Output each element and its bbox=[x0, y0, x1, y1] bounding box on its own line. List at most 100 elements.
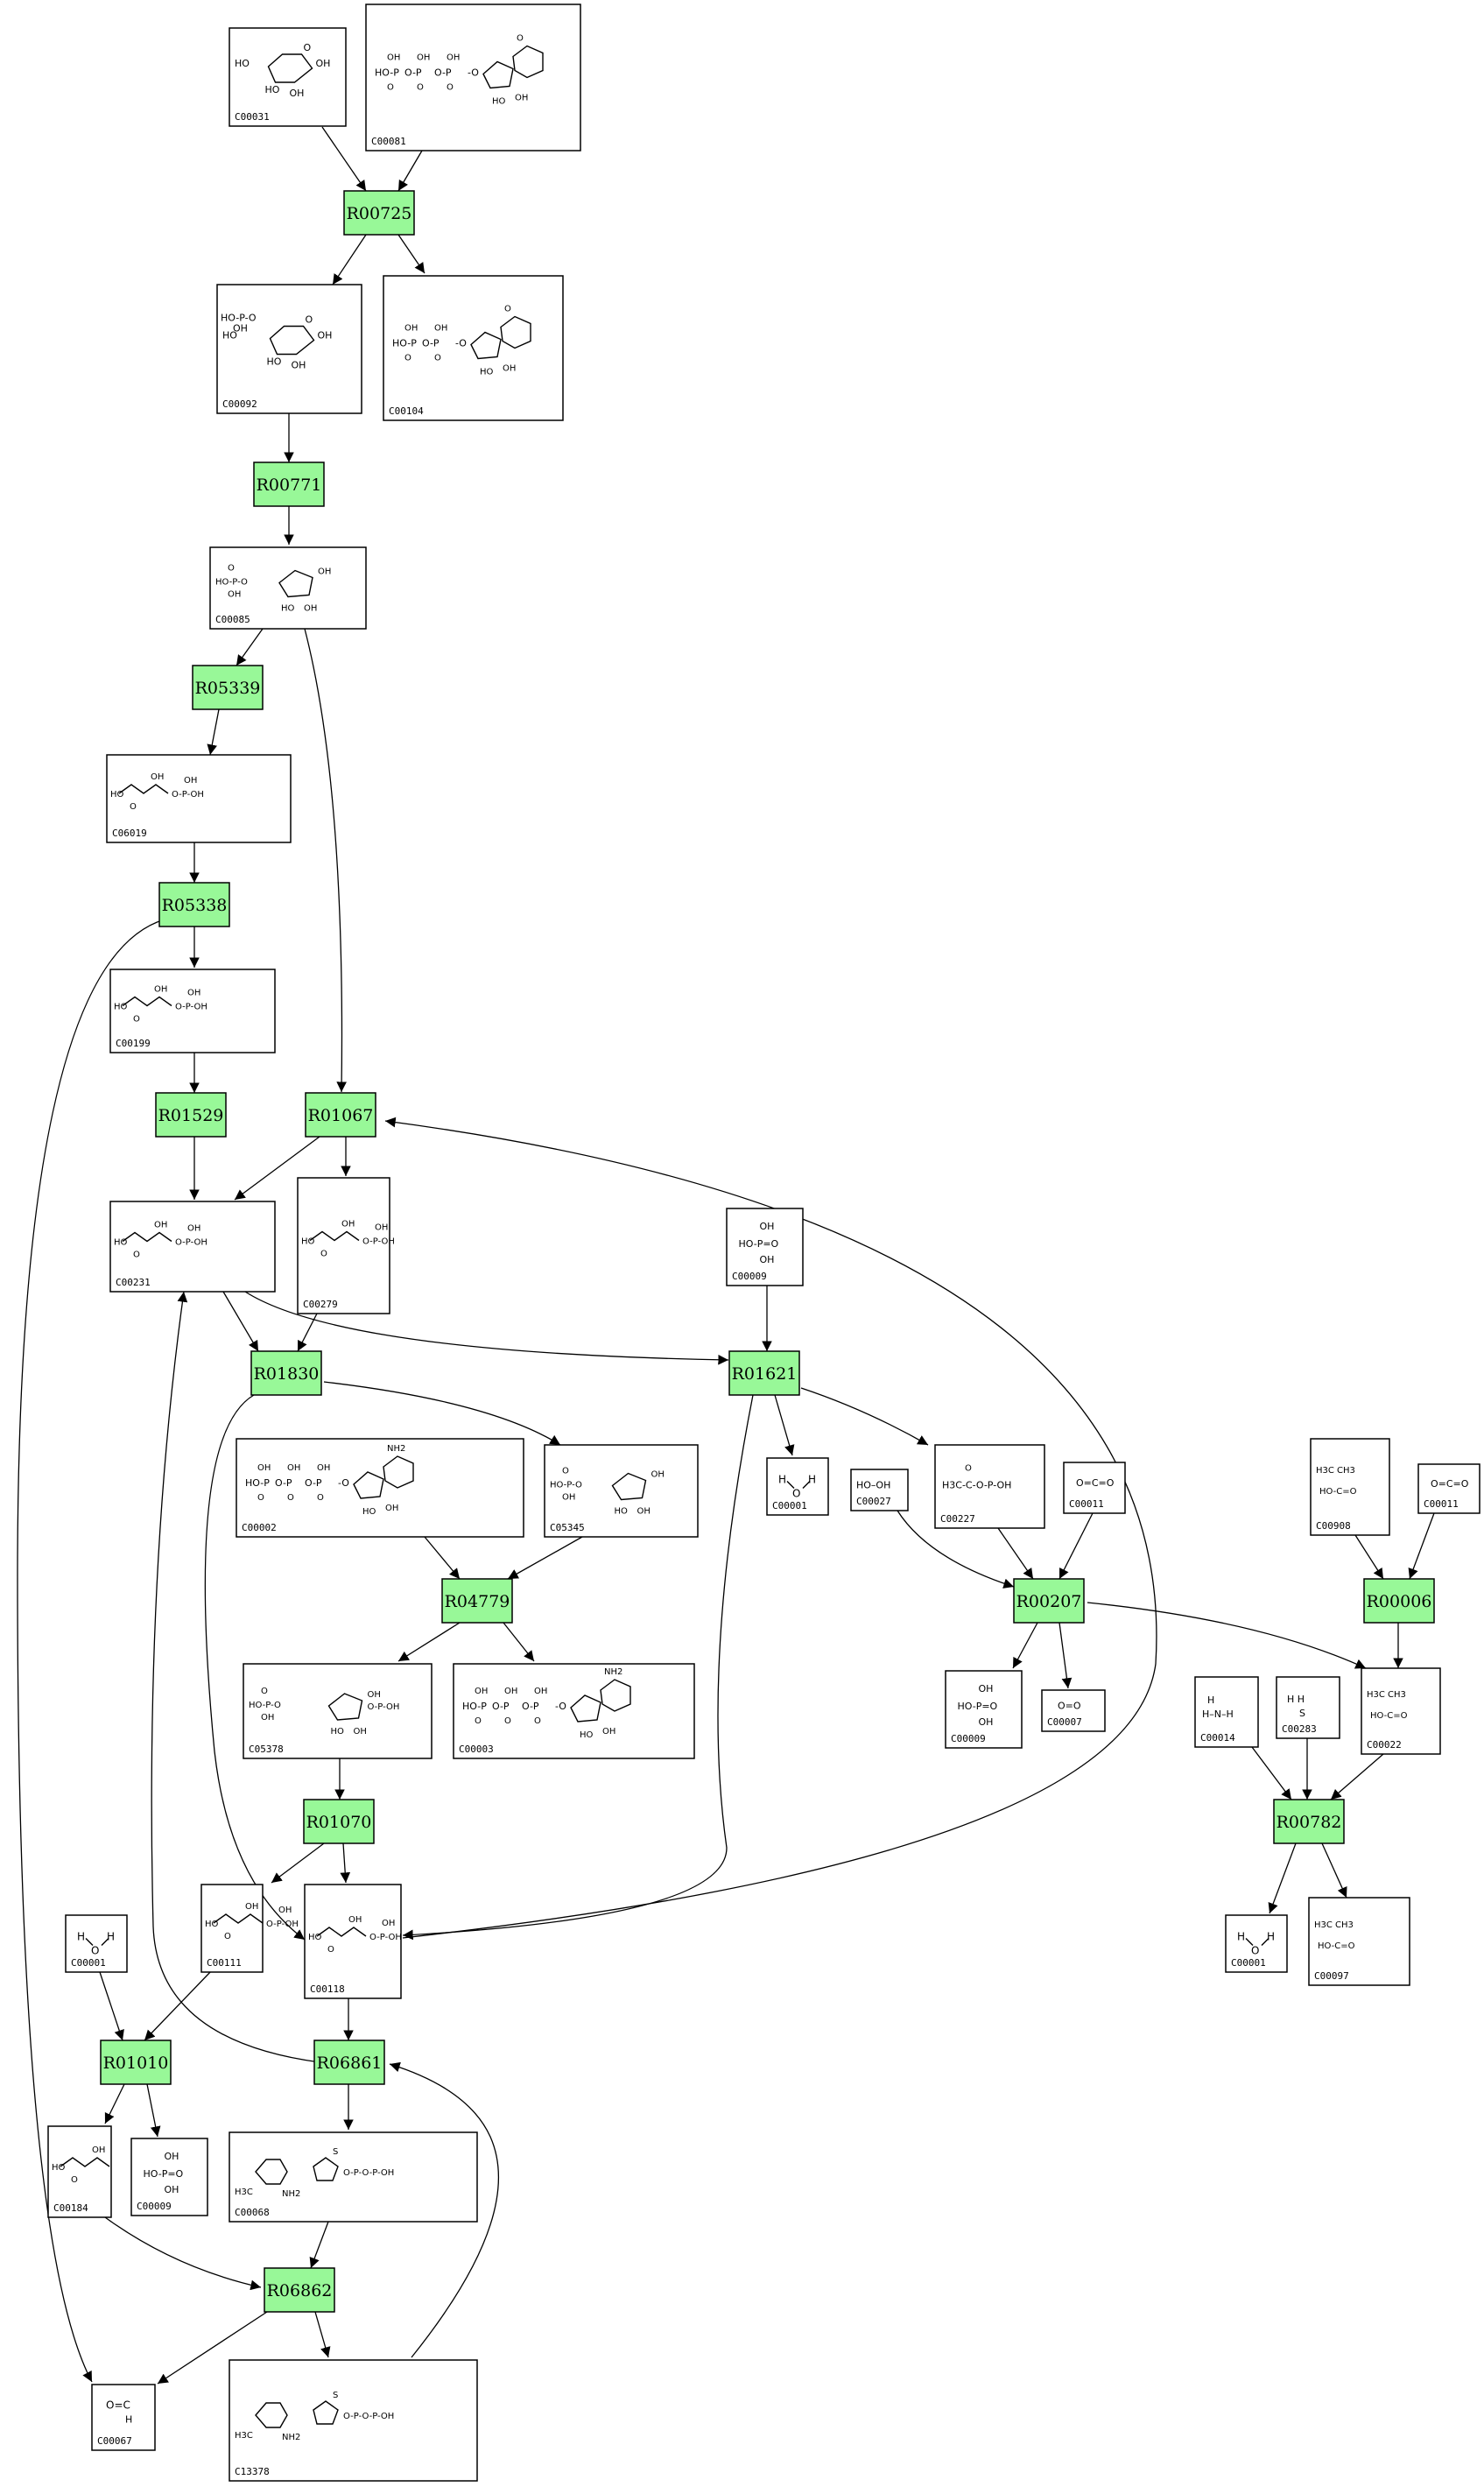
svg-text:HO: HO bbox=[362, 1507, 376, 1517]
structure-drawing: H3C-C-O-P-OHO bbox=[942, 1464, 1011, 1491]
svg-text:HO–OH: HO–OH bbox=[856, 1480, 890, 1491]
reaction-label: R00725 bbox=[347, 204, 412, 223]
svg-text:HO: HO bbox=[267, 356, 282, 368]
reaction-node[interactable]: R06861 bbox=[313, 2040, 385, 2085]
structure-drawing: HO–OH bbox=[856, 1480, 890, 1491]
reaction-node[interactable]: R00782 bbox=[1273, 1799, 1345, 1844]
compound-id: C00001 bbox=[772, 1500, 807, 1511]
structure-drawing: HOH bbox=[1237, 1931, 1275, 1957]
svg-text:H: H bbox=[1267, 1931, 1275, 1943]
reaction-node[interactable]: R04779 bbox=[441, 1578, 513, 1624]
compound-id: C00031 bbox=[235, 111, 270, 123]
reaction-node[interactable]: R01067 bbox=[305, 1092, 376, 1138]
edge bbox=[774, 1394, 795, 1456]
svg-text:NH2: NH2 bbox=[387, 1444, 405, 1454]
svg-text:O-P-OH: O-P-OH bbox=[369, 1933, 402, 1942]
reaction-node[interactable]: R06862 bbox=[264, 2267, 335, 2313]
svg-text:HO: HO bbox=[52, 2163, 66, 2173]
reaction-node[interactable]: R01529 bbox=[155, 1092, 227, 1138]
svg-text:OH: OH bbox=[447, 53, 460, 63]
svg-text:O: O bbox=[71, 2175, 78, 2185]
svg-text:OH: OH bbox=[187, 989, 200, 998]
compound-id: C00009 bbox=[951, 1733, 986, 1744]
compound-id: C00097 bbox=[1314, 1970, 1349, 1982]
svg-text:O-P-OH: O-P-OH bbox=[172, 790, 204, 800]
reaction-node[interactable]: R01621 bbox=[728, 1350, 800, 1396]
reaction-node[interactable]: R00771 bbox=[253, 461, 325, 507]
svg-text:OH: OH bbox=[651, 1470, 665, 1480]
svg-text:O-P-OH: O-P-OH bbox=[368, 1702, 400, 1712]
reaction-node[interactable]: R00207 bbox=[1013, 1578, 1085, 1624]
reaction-node[interactable]: R01070 bbox=[303, 1799, 375, 1844]
svg-text:OH: OH bbox=[417, 53, 430, 63]
reaction-node[interactable]: R05338 bbox=[158, 882, 230, 927]
reaction-node[interactable]: R01830 bbox=[250, 1350, 322, 1396]
svg-text:HO: HO bbox=[222, 330, 237, 342]
svg-text:H: H bbox=[1237, 1931, 1245, 1943]
svg-text:OH: OH bbox=[385, 1504, 398, 1513]
svg-text:H: H bbox=[125, 2414, 132, 2426]
svg-text:O-P: O-P bbox=[404, 67, 422, 79]
svg-text:HO-C=O: HO-C=O bbox=[1370, 1711, 1408, 1721]
svg-text:OH: OH bbox=[760, 1221, 775, 1232]
reaction-node[interactable]: R01010 bbox=[100, 2040, 172, 2085]
reaction-node[interactable]: R00725 bbox=[343, 190, 415, 236]
svg-text:OH: OH bbox=[348, 1915, 362, 1925]
svg-text:HO: HO bbox=[114, 1003, 128, 1012]
svg-text:-O: -O bbox=[455, 338, 467, 349]
reaction-node[interactable]: R00006 bbox=[1363, 1578, 1435, 1624]
svg-text:HO-P-O: HO-P-O bbox=[221, 313, 257, 324]
svg-text:OH: OH bbox=[503, 364, 516, 374]
svg-text:OH: OH bbox=[290, 88, 305, 99]
svg-text:O-P-O-P-OH: O-P-O-P-OH bbox=[343, 2168, 394, 2178]
edge bbox=[271, 1842, 325, 1884]
reaction-label: R05338 bbox=[162, 896, 228, 915]
svg-text:OH: OH bbox=[318, 330, 333, 342]
edge bbox=[397, 234, 426, 274]
svg-text:O: O bbox=[228, 564, 235, 574]
reaction-node[interactable]: R05339 bbox=[192, 665, 264, 710]
svg-text:O: O bbox=[287, 1493, 294, 1503]
